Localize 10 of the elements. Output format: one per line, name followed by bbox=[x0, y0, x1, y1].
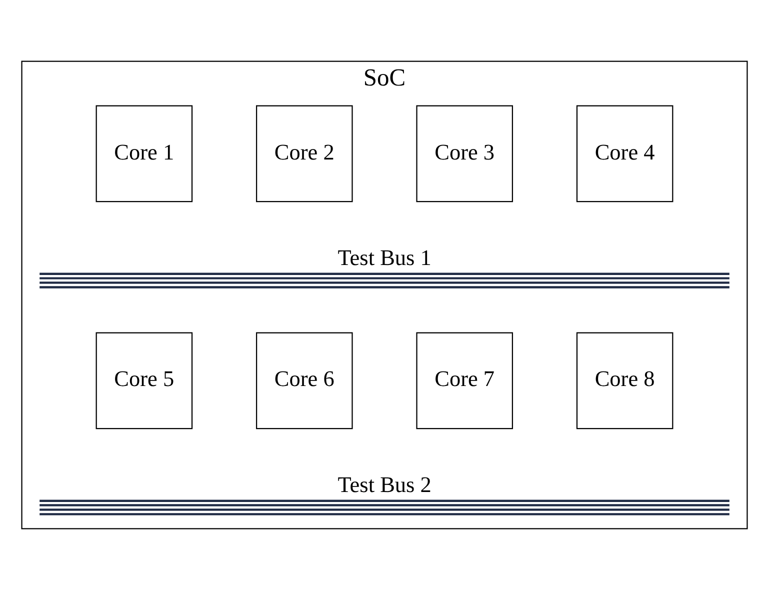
node-box: Core 3 bbox=[416, 105, 513, 202]
node-box: Core 4 bbox=[576, 105, 674, 202]
node-box: Core 2 bbox=[256, 105, 353, 202]
node-box: Core 6 bbox=[256, 332, 353, 430]
node-label: Test Bus 2 bbox=[338, 472, 432, 497]
node-box: Core 5 bbox=[96, 332, 193, 430]
node-box: Core 8 bbox=[576, 332, 674, 430]
node-label: Test Bus 1 bbox=[338, 244, 432, 270]
node-box: Core 1 bbox=[96, 105, 193, 202]
node-box: Core 7 bbox=[416, 332, 513, 430]
